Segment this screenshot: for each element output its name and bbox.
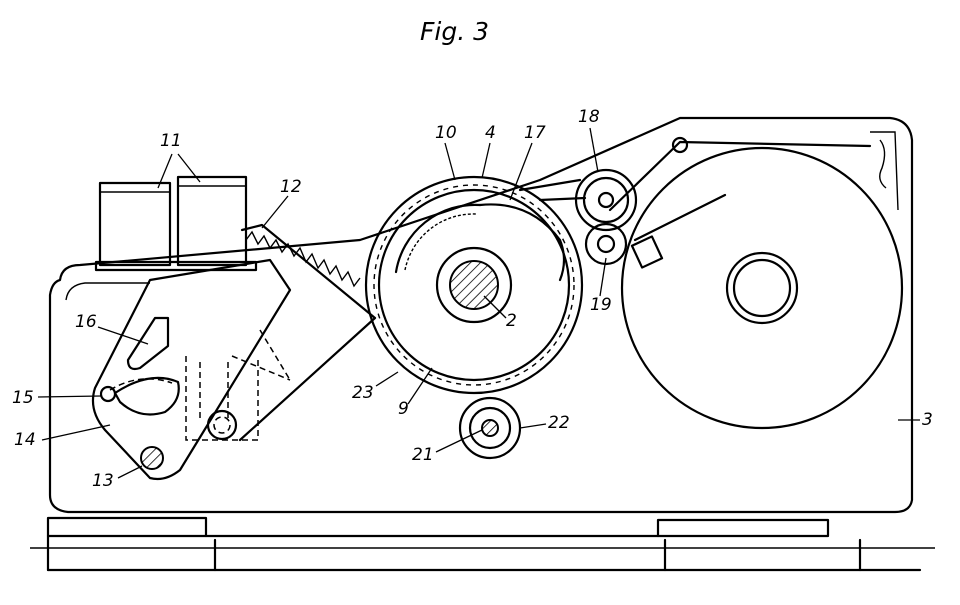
main-gear — [364, 175, 584, 395]
label-15: 15 — [12, 388, 34, 408]
label-19: 19 — [590, 295, 612, 315]
label-10: 10 — [435, 123, 457, 143]
label-22: 22 — [548, 413, 570, 433]
label-16: 16 — [75, 312, 97, 332]
base-plates — [30, 516, 935, 572]
gear-19 — [584, 222, 628, 266]
label-4: 4 — [485, 123, 496, 143]
gear-18 — [574, 168, 638, 232]
label-14: 14 — [14, 430, 36, 450]
label-9: 9 — [398, 399, 409, 419]
label-13: 13 — [92, 471, 114, 491]
label-23: 23 — [352, 383, 374, 403]
label-18: 18 — [578, 107, 600, 127]
lever-plate — [91, 258, 292, 481]
paper-roll — [620, 146, 904, 430]
label-12: 12 — [280, 177, 302, 197]
reference-labels: 11 12 10 4 17 18 16 15 14 13 2 19 23 9 2… — [12, 107, 933, 491]
label-2: 2 — [506, 311, 517, 331]
housing — [48, 116, 914, 514]
label-3: 3 — [922, 410, 933, 430]
figure-title: Fig. 3 — [420, 17, 489, 46]
gear-22 — [458, 396, 522, 460]
coils — [94, 175, 258, 272]
label-21: 21 — [412, 445, 434, 465]
toothed-sector — [238, 223, 377, 442]
label-11: 11 — [160, 131, 182, 151]
label-17: 17 — [524, 123, 546, 143]
